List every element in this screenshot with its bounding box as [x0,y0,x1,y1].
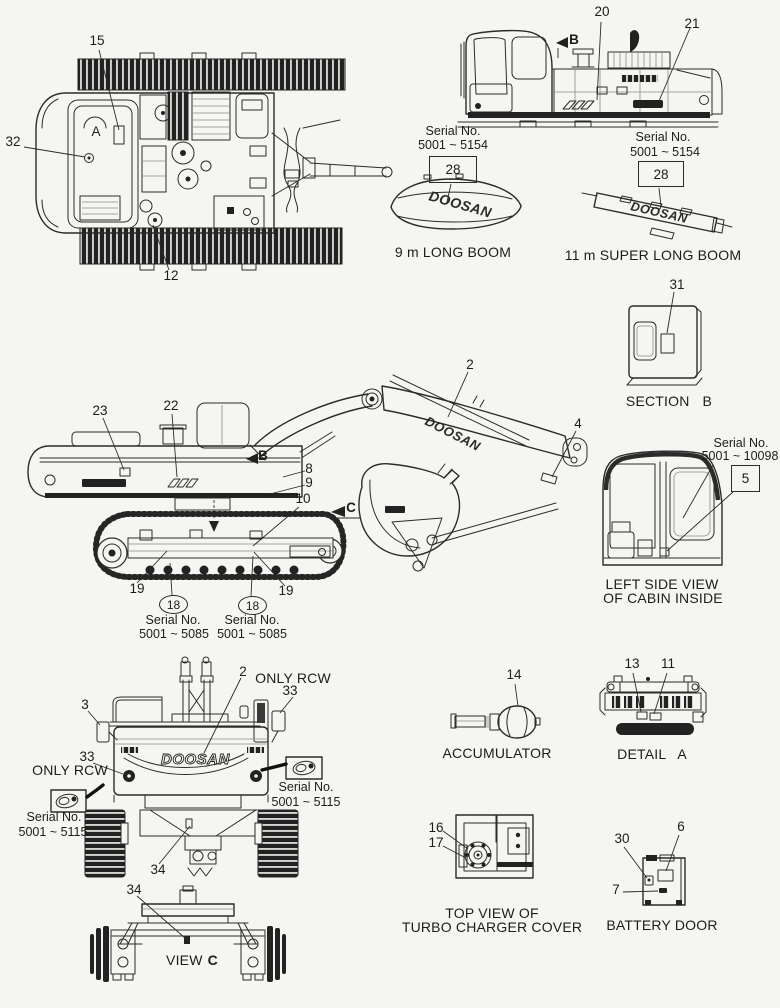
callout-23: 23 [92,403,108,418]
caption-detail-word: DETAIL [617,746,667,762]
caption-11m-super-long-boom: 11 m SUPER LONG BOOM [564,247,742,263]
callout-box-5: 5 [731,465,760,492]
callout-14: 14 [506,667,522,682]
callout-13: 13 [624,656,640,671]
callout-4: 4 [574,416,582,431]
serial-range-lamp-right: 5001 ~ 5115 [271,795,341,809]
caption-accumulator: ACCUMULATOR [442,745,552,761]
caption-section-word: SECTION [625,393,690,409]
caption-detail-letter: A [677,746,687,762]
callout-11: 11 [660,656,676,671]
caption-battery-door: BATTERY DOOR [606,917,718,933]
callout-21: 21 [684,16,700,31]
callout-box-28-9m: 28 [429,156,477,183]
caption-cabin-line1: LEFT SIDE VIEW [605,576,719,592]
caption-view-c: VIEW C [166,953,218,968]
callout-22: 22 [163,398,179,413]
boom-11m-drawing: DOOSAN [581,187,733,240]
accumulator-drawing [450,683,541,739]
rear-side-view-drawing [457,21,723,128]
caption-view-letter: C [207,952,218,968]
callout-34-viewc: 34 [126,882,142,897]
callout-19-right: 19 [278,583,294,598]
caption-section-b: SECTION B [626,394,712,409]
view-b-arrow-icon [246,453,258,464]
callout-31: 31 [669,277,685,292]
section-b-arrow-icon [556,37,568,48]
serial-label-11m: Serial No. [635,130,691,144]
callout-3: 3 [81,697,89,712]
view-letter-a: A [91,124,101,139]
cabin-inside-drawing [602,450,734,566]
callout-2-rear: 2 [239,664,247,679]
view-c-drawing [90,885,286,982]
serial-range-lamp-left: 5001 ~ 5115 [18,825,88,839]
serial-label-track-right: Serial No. [224,613,280,627]
only-rcw-right: ONLY RCW [255,670,331,686]
callout-12: 12 [163,268,179,283]
track-unit-left [90,926,136,982]
callout-33-right: 33 [282,683,298,698]
track-rollers [145,565,299,575]
serial-label-track-left: Serial No. [145,613,201,627]
callout-6: 6 [677,819,685,834]
callout-34-rear: 34 [150,862,166,877]
callout-19-left: 19 [129,581,145,596]
doosan-logo-arm: DOOSAN [423,413,483,454]
callout-9: 9 [305,475,313,490]
detail-a-drawing [599,672,707,735]
caption-cabin-line2: OF CABIN INSIDE [603,590,723,606]
turbo-cover-drawing [442,814,534,879]
caption-view-word: VIEW [166,952,203,968]
callout-8: 8 [305,461,313,476]
callout-ellipse-18-left: 18 [159,595,188,614]
serial-range-track-left: 5001 ~ 5085 [139,627,209,641]
callout-17: 17 [428,835,444,850]
callout-ellipse-18-right: 18 [238,596,267,615]
doosan-logo-rear: DOOSAN [161,751,231,768]
serial-label-lamp-right: Serial No. [278,780,334,794]
only-rcw-left: ONLY RCW [32,762,108,778]
view-c-arrow-icon [331,506,345,517]
caption-turbo-line2: TURBO CHARGER COVER [401,919,583,935]
callout-2-side: 2 [466,357,474,372]
serial-range-11m: 5001 ~ 5154 [630,145,700,159]
caption-detail-a: DETAIL A [617,747,687,762]
lamp-detail-left [50,789,87,813]
section-b-drawing [626,291,703,386]
caption-turbo-line1: TOP VIEW OF [445,905,539,921]
callout-7: 7 [612,882,620,897]
callout-box-28-11m: 28 [638,161,684,187]
view-c-marker: C [346,500,356,515]
battery-door-drawing [622,834,686,906]
section-b-marker: B [569,32,579,47]
serial-range-cabin: 5001 ~ 10098 [701,449,779,463]
serial-label-lamp-left: Serial No. [26,810,82,824]
track-unit-right [240,926,286,982]
callout-15: 15 [89,33,105,48]
caption-9m-long-boom: 9 m LONG BOOM [394,244,512,260]
top-view-drawing [23,49,393,271]
callout-16: 16 [428,820,444,835]
lamp-detail-right [285,756,323,780]
serial-range-9m: 5001 ~ 5154 [418,138,488,152]
callout-33-left: 33 [79,749,95,764]
callout-30: 30 [614,831,630,846]
caption-section-letter: B [702,393,713,409]
callout-10: 10 [295,491,311,506]
serial-label-9m: Serial No. [425,124,481,138]
callout-32: 32 [5,134,21,149]
view-b-marker: B [258,448,268,463]
callout-20: 20 [594,4,610,19]
serial-label-cabin: Serial No. [713,436,769,450]
rear-view-drawing: DOOSAN [50,656,323,878]
serial-range-track-right: 5001 ~ 5085 [217,627,287,641]
